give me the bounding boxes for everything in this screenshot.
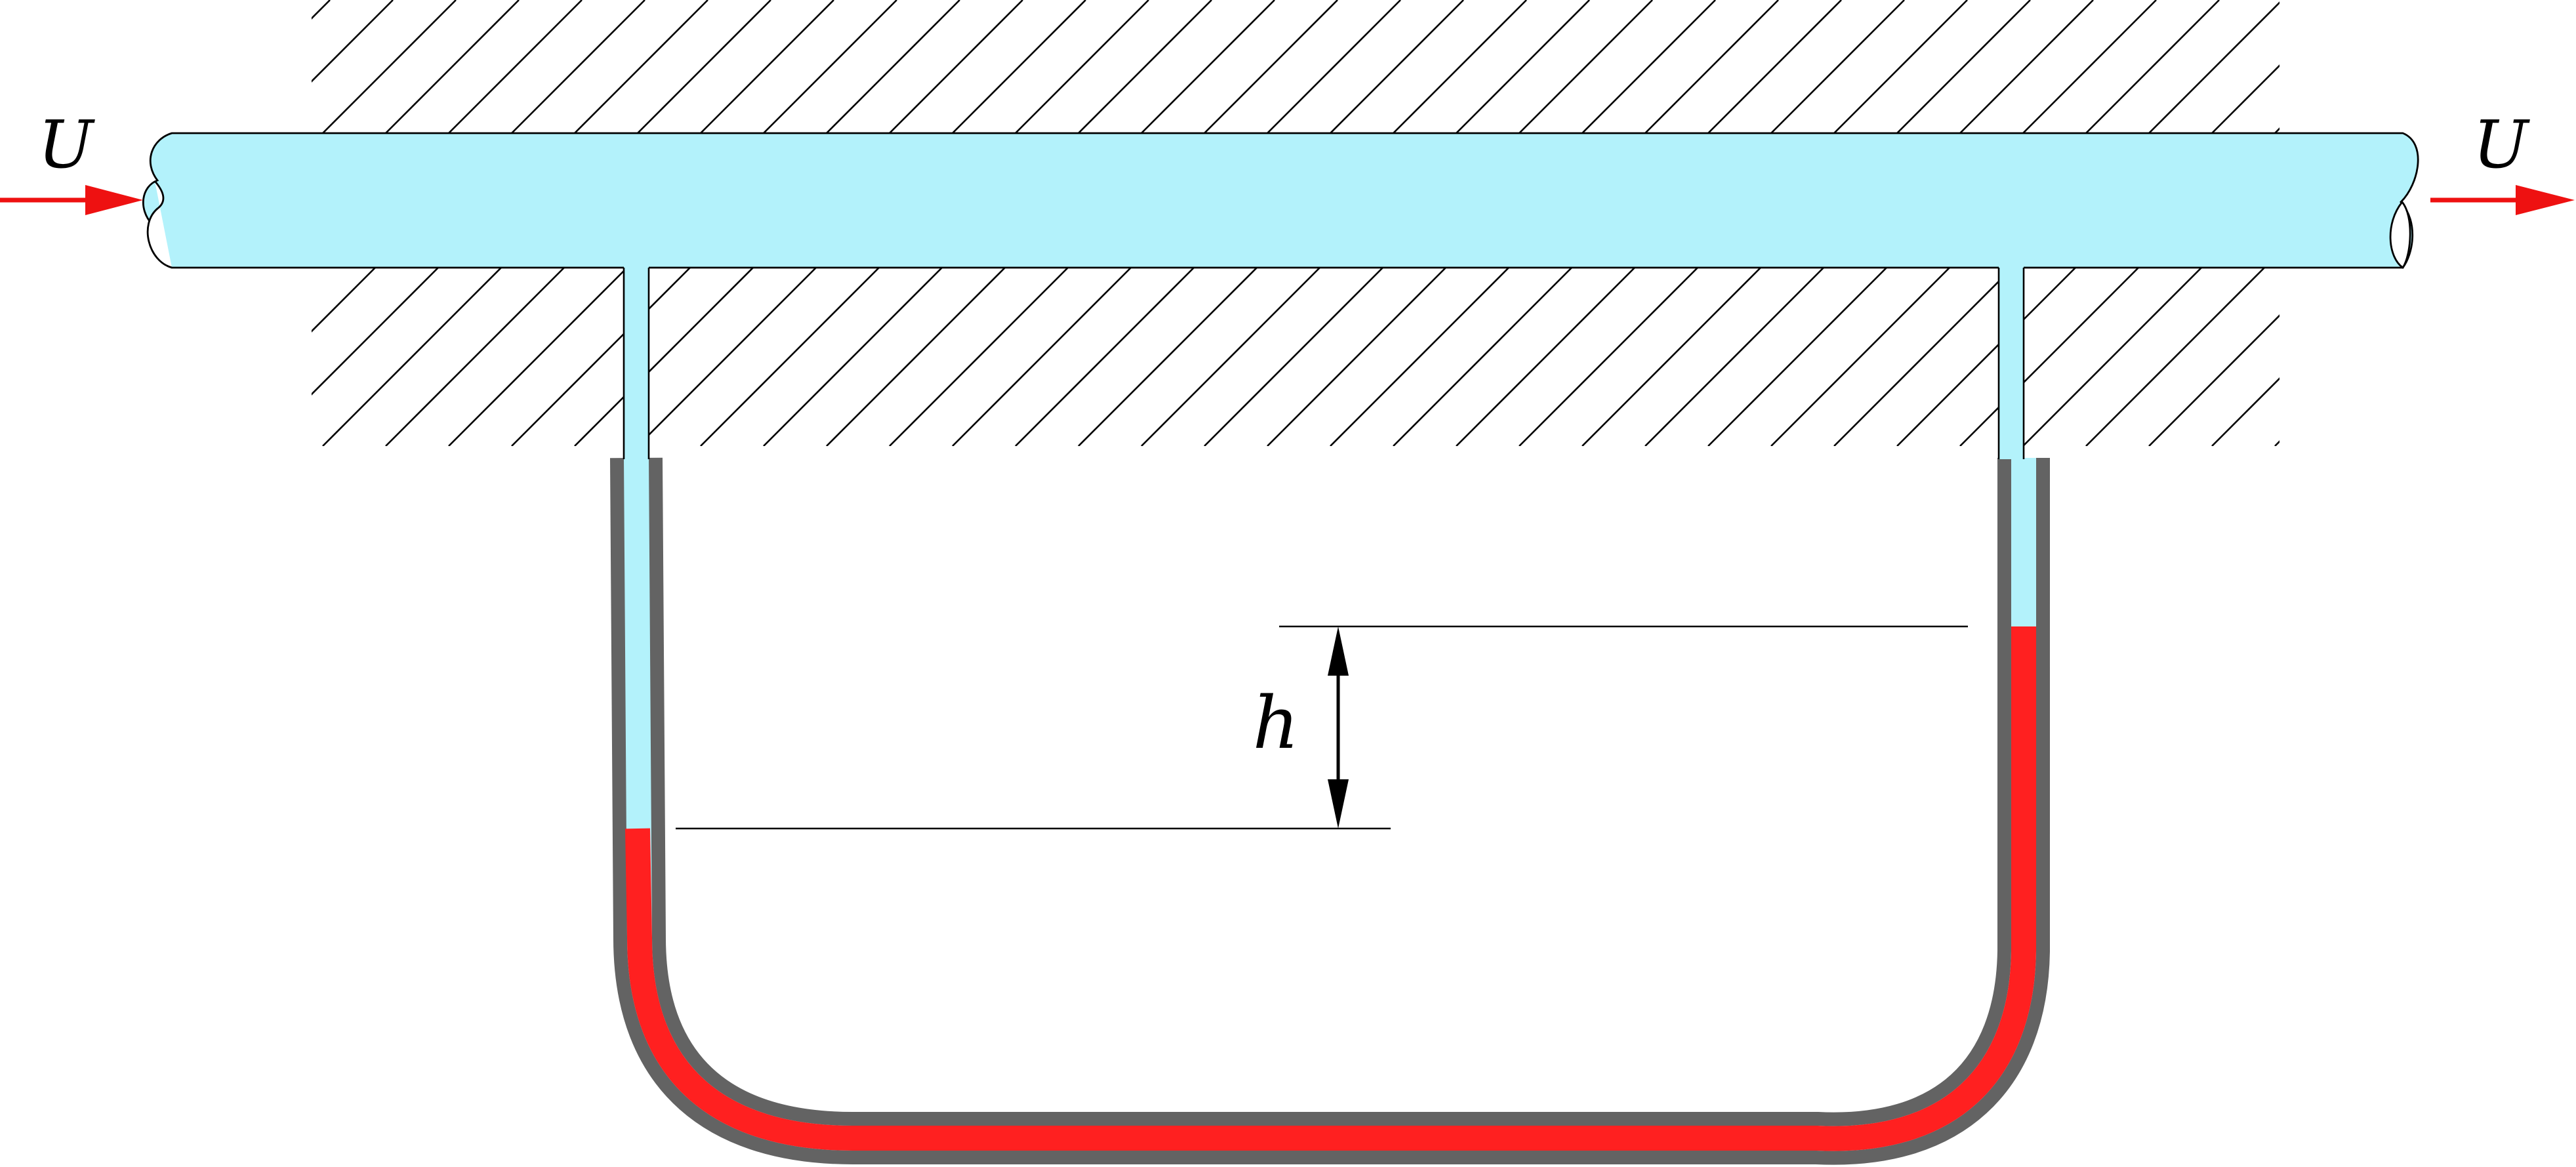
flow-pipe: [142, 132, 2419, 269]
hatch-line: [1896, 268, 2076, 446]
inlet-velocity-label: U: [38, 106, 96, 183]
hatch-line: [1896, 0, 2031, 133]
hatch-line: [2148, 1, 2280, 133]
hatch-line: [1645, 268, 1824, 446]
hatch-line: [1959, 268, 2139, 446]
hatch-line: [1393, 0, 1527, 133]
hatch-line: [952, 268, 1132, 446]
hatch-line: [1204, 0, 1338, 133]
hatch-line: [1141, 0, 1275, 133]
hatch-line: [637, 268, 817, 446]
manometer-tube-wall: [610, 457, 2050, 1165]
pressure-tap-left: [624, 262, 649, 459]
hatch-line: [1833, 0, 1968, 133]
hatch-line: [448, 268, 628, 446]
hatch-line: [448, 0, 583, 133]
hatch-line: [2211, 64, 2280, 133]
hatch-line: [889, 0, 1023, 133]
hatch-line: [1078, 268, 1257, 446]
hatch-line: [763, 268, 943, 446]
hatch-line: [952, 0, 1086, 133]
hatch-line: [312, 0, 331, 20]
height-arrowhead-up: [1328, 626, 1349, 676]
hatch-line: [1645, 0, 1779, 133]
hatch-line: [312, 268, 439, 396]
hatch-line: [322, 0, 457, 133]
hatch-line: [322, 268, 502, 446]
hatch-line: [312, 0, 394, 83]
hatch-line: [1393, 268, 1572, 446]
hatch-line: [1015, 0, 1149, 133]
hatch-line: [2022, 268, 2202, 446]
hatch-line: [1078, 0, 1212, 133]
hatch-line: [1770, 268, 1950, 446]
hatch-line: [1582, 268, 1761, 446]
hatch-line: [2274, 127, 2280, 133]
hatch-line: [511, 268, 691, 446]
hatch-line: [1330, 268, 1509, 446]
hatch-line: [2401, 268, 2576, 446]
hatch-line: [2148, 314, 2280, 446]
hatch-line: [1015, 268, 1195, 446]
hatch-line: [2338, 0, 2471, 133]
hatch-line: [637, 0, 771, 133]
hatch-line: [1770, 0, 1905, 133]
hatch-line: [1267, 268, 1446, 446]
hatch-line: [2274, 440, 2280, 446]
outlet-velocity-label: U: [2473, 106, 2531, 183]
hatch-line: [2085, 268, 2265, 446]
hatch-line: [826, 0, 960, 133]
wall-hatching-top: [312, 0, 2471, 133]
height-arrowhead-down: [1328, 779, 1349, 829]
hatch-line: [1582, 0, 1716, 133]
hatch-line: [1707, 268, 1887, 446]
hatch-line: [826, 268, 1006, 446]
manometer-liquid: [625, 626, 2036, 1151]
hatch-line: [700, 0, 834, 133]
hatch-line: [1456, 268, 1635, 446]
hatch-line: [1204, 268, 1383, 446]
hatch-line: [1519, 0, 1653, 133]
wall-hatching-bottom: [312, 268, 2576, 446]
pipe-break-right: [2389, 200, 2411, 269]
hatch-line: [312, 268, 376, 333]
hatch-line: [574, 0, 708, 133]
pipe-break-left: [146, 180, 173, 269]
inlet-flow-arrow: [0, 185, 143, 215]
hatch-line: [2022, 0, 2157, 133]
hatch-line: [2085, 0, 2220, 133]
hatch-line: [1330, 0, 1464, 133]
hatch-line: [1833, 268, 2013, 446]
hatch-line: [385, 268, 565, 446]
hatch-line: [1959, 0, 2094, 133]
hatch-line: [1141, 268, 1320, 446]
hatch-line: [700, 268, 880, 446]
pressure-tap-right: [1999, 262, 2024, 459]
hatch-line: [1707, 0, 1842, 133]
hatch-line: [763, 0, 897, 133]
hatch-line: [574, 268, 754, 446]
manometer-tube-bore: [624, 457, 2036, 1151]
hatch-line: [511, 0, 645, 133]
hatch-line: [2211, 377, 2280, 446]
outlet-flow-arrow: [2430, 185, 2575, 215]
hatch-line: [385, 0, 520, 133]
hatch-line: [1267, 0, 1401, 133]
height-label: h: [1253, 681, 1299, 765]
hatch-line: [2338, 268, 2516, 446]
hatch-line: [889, 268, 1069, 446]
hatch-line: [1519, 268, 1698, 446]
hatch-line: [1456, 0, 1590, 133]
